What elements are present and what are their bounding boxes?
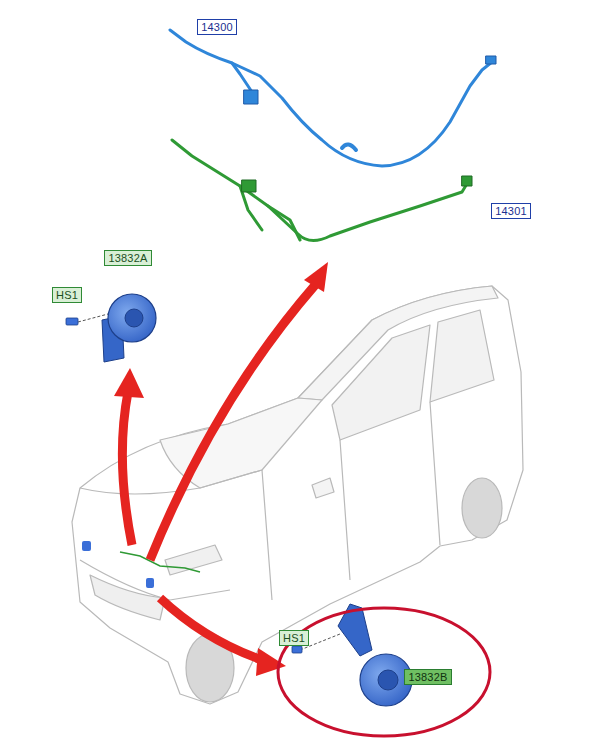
wiring-harness xyxy=(170,30,496,166)
fastener-code-box: HS1 xyxy=(279,630,309,646)
mirror xyxy=(312,478,334,498)
harness-mark xyxy=(120,552,200,572)
hood-line xyxy=(80,470,262,494)
harness-clip xyxy=(342,144,356,150)
side-window xyxy=(430,310,494,402)
car-outline xyxy=(72,286,523,704)
horn-mark xyxy=(146,578,154,588)
harness-wire xyxy=(240,186,300,240)
part-label: HS1 xyxy=(283,632,305,644)
pointer-arrow xyxy=(122,392,132,545)
part-label: HS1 xyxy=(56,289,78,301)
part-number-box: 13832A xyxy=(104,250,152,266)
part-label: 14301 xyxy=(495,205,527,217)
harness-wire xyxy=(170,30,492,166)
part-number-box: 14300 xyxy=(197,19,237,35)
horn-mark xyxy=(82,541,91,551)
door-line xyxy=(262,402,440,600)
arrow-head xyxy=(114,368,144,398)
pointer-arrow xyxy=(150,284,316,560)
horn-part xyxy=(292,604,412,706)
part-label: 13832A xyxy=(108,252,147,264)
grille xyxy=(90,575,165,620)
bolt xyxy=(66,318,78,325)
harness-wire xyxy=(172,140,468,241)
part-number-box: 14301 xyxy=(491,203,531,219)
harness-connector xyxy=(242,180,256,192)
horn-center xyxy=(378,670,398,690)
side-window xyxy=(332,325,430,440)
arrow-head xyxy=(304,262,328,292)
car-body xyxy=(72,286,523,704)
harness-wire xyxy=(232,63,252,92)
bolt xyxy=(292,646,302,653)
fastener-code-box: HS1 xyxy=(52,287,82,303)
highlight-ellipse xyxy=(278,608,490,736)
part-label: 13832B xyxy=(408,671,447,683)
pointer-arrow xyxy=(160,598,262,660)
harness-connector xyxy=(462,176,472,186)
pointer-arrows xyxy=(114,262,328,676)
harness-connector xyxy=(486,56,496,64)
part-number-box: 13832B xyxy=(404,669,452,685)
horn-body xyxy=(108,294,156,342)
wiring-harness xyxy=(172,140,472,241)
car-part-marks xyxy=(82,541,200,588)
harness-connector xyxy=(244,90,258,104)
horn-center xyxy=(125,309,143,327)
horn-part xyxy=(66,294,156,362)
rear-wheel xyxy=(462,478,502,538)
part-label: 14300 xyxy=(201,21,233,33)
